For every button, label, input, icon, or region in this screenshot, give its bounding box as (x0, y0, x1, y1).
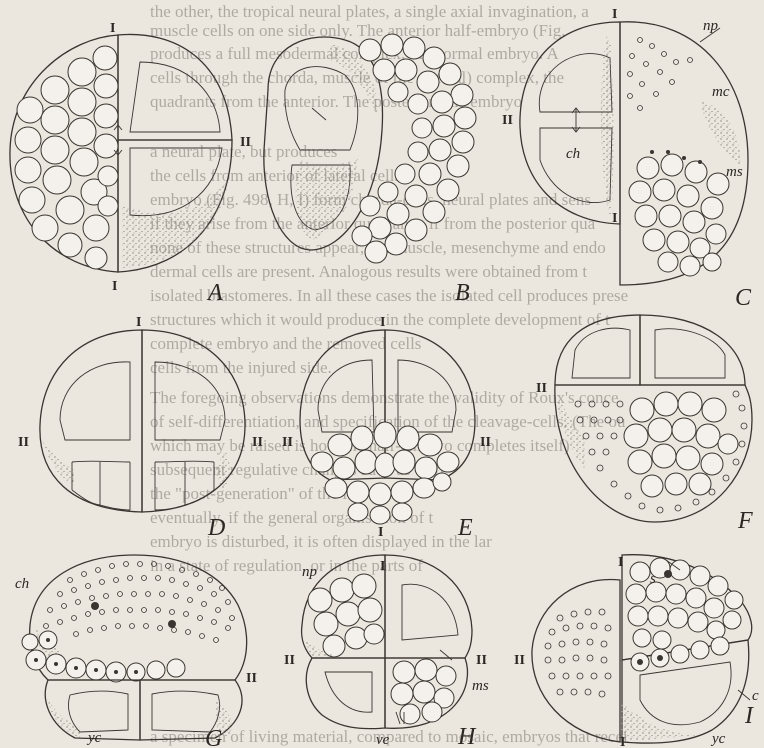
panel-e-cells (311, 422, 459, 524)
panel-c-ms-label: ms (726, 164, 743, 180)
panel-b-cells (352, 34, 476, 263)
panel-c-neural-dots (628, 38, 693, 111)
panel-f-label: F (737, 508, 753, 534)
panel-a-axis-top: I (110, 21, 115, 36)
panel-a-axis-right: II (240, 135, 251, 150)
panel-a-label: A (206, 280, 223, 306)
panel-a-axis-bottom: I (112, 279, 117, 294)
panel-d-axis-top: I (136, 315, 141, 330)
panel-h-cells-top (308, 574, 384, 657)
panel-h-ve-label: ve (376, 732, 390, 748)
panel-i-cells-top (626, 558, 743, 649)
panel-b-label: B (455, 280, 470, 306)
panel-i-label: I (744, 703, 754, 729)
panel-e-label: E (457, 515, 473, 541)
panel-i-axis-bottom: I (620, 735, 625, 748)
panel-a-cells (15, 46, 118, 269)
panel-i-axis-left: II (514, 653, 525, 668)
panel-e-embryo (300, 330, 475, 524)
panel-i-yc-label: yc (710, 731, 726, 747)
panel-g-yc-label: yc (86, 730, 102, 746)
panel-f-axis-left: II (536, 381, 547, 396)
panel-g-ch-label: ch (15, 576, 29, 592)
panel-e-axis-top: I (380, 315, 385, 330)
panel-c-cells (629, 154, 729, 276)
panel-h-cells-bottom (391, 659, 456, 724)
panel-h-axis-left: II (284, 653, 295, 668)
panel-f-cells (624, 392, 738, 497)
panel-i-axis-top: I (618, 555, 623, 570)
panel-c-mc-label: mc (712, 84, 730, 100)
panel-e-axis-left: II (282, 435, 293, 450)
panel-d-label: D (207, 515, 225, 541)
panel-e-axis-right: II (480, 435, 491, 450)
panel-g-axis-right: II (246, 671, 257, 686)
panel-c-axis-top: I (612, 7, 617, 22)
panel-e-axis-bottom: I (378, 525, 383, 540)
panel-g-label: G (205, 726, 222, 748)
panel-i-embryo (532, 555, 752, 743)
panel-d-axis-left: II (18, 435, 29, 450)
panel-i-c-label: c (752, 688, 759, 704)
panel-g-embryo (22, 555, 247, 740)
panel-a-embryo (10, 34, 232, 272)
panel-i-dots-left (545, 609, 611, 697)
panel-h-axis-top: I (380, 559, 385, 574)
panel-c-np-label: np (703, 18, 719, 34)
panel-c-embryo (520, 22, 748, 285)
panel-h-embryo (302, 555, 472, 729)
panel-h-label: H (457, 724, 477, 748)
panel-d-embryo (40, 330, 245, 512)
panel-h-np-label: np (302, 564, 318, 580)
panel-h-ms-label: ms (472, 678, 489, 694)
panel-c-axis-bottom: I (612, 211, 617, 226)
panel-b-embryo (264, 34, 476, 263)
panel-f-embryo (555, 315, 752, 522)
panel-i-s-label: s (650, 571, 656, 587)
panel-c-label: C (735, 285, 752, 311)
panel-d-axis-right: II (252, 435, 263, 450)
panel-c-axis-left: II (502, 113, 513, 128)
panel-g-dots (44, 562, 235, 643)
panel-h-axis-right: II (476, 653, 487, 668)
panel-c-ch-label: ch (566, 146, 580, 162)
